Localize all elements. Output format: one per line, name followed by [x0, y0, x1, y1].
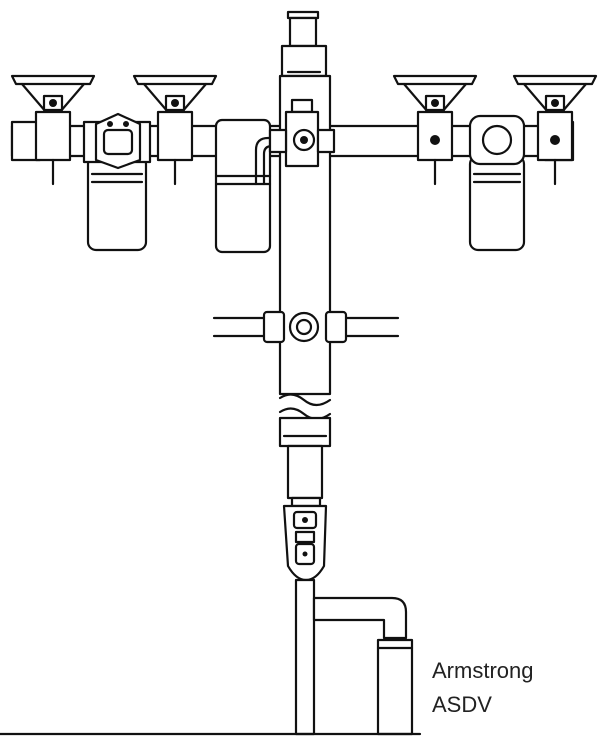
handwheel-valve-right-2 [512, 74, 598, 186]
drain-pipe [0, 578, 422, 736]
product-label-line-1: Armstrong [432, 658, 534, 683]
handwheel-valve-left-2 [132, 74, 218, 186]
handwheel-valve-left-1 [10, 74, 96, 186]
cross-branch-valve [212, 310, 400, 344]
handwheel-valve-right-1 [392, 74, 478, 186]
product-label-line-2: ASDV [432, 692, 492, 717]
pipe-break [278, 393, 332, 500]
drain-valve [282, 496, 328, 582]
strainer-left [82, 112, 152, 252]
strainer-right [468, 114, 526, 252]
